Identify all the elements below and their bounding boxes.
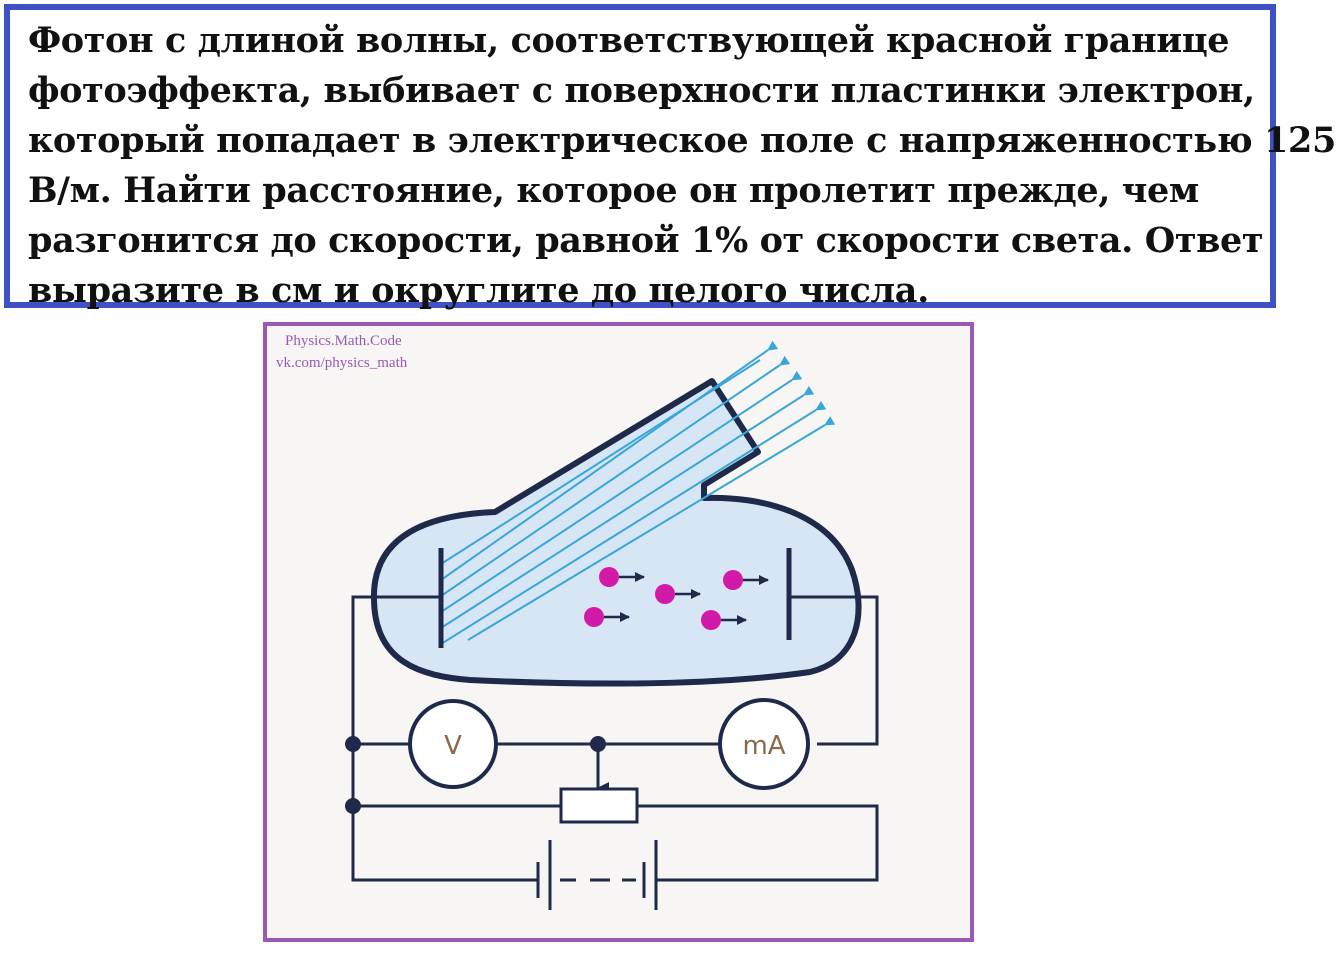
electron-1 (599, 567, 645, 587)
milliammeter-label: mA (742, 731, 785, 761)
junction-node (345, 798, 361, 814)
problem-line-1: Фотон с длиной волны, соответствующей кр… (28, 20, 1230, 61)
battery (536, 840, 658, 910)
voltmeter: V (408, 699, 498, 789)
electron-5 (701, 610, 747, 630)
photoeffect-figure: V mA Physics.Math.Code vk.com/physics_ma… (263, 322, 974, 942)
voltmeter-label: V (444, 731, 462, 761)
problem-line-4: В/м. Найти расстояние, которое он пролет… (28, 170, 1199, 211)
problem-statement-box: Фотон с длиной волны, соответствующей кр… (4, 4, 1336, 311)
milliammeter: mA (718, 698, 810, 790)
electron-3 (723, 570, 769, 590)
problem-line-6: выразите в см и округлите до целого числ… (28, 270, 929, 311)
problem-line-2: фотоэффекта, выбивает с поверхности плас… (28, 70, 1255, 111)
light-rays (440, 340, 836, 645)
electron-4 (584, 607, 630, 627)
problem-line-5: разгонится до скорости, равной 1% от ско… (28, 220, 1264, 261)
photoeffect-circuit-diagram: V mA (345, 340, 879, 910)
electron-2 (655, 584, 701, 604)
watermark-site-name: Physics.Math.Code (285, 333, 402, 349)
junction-node (590, 736, 606, 752)
watermark-site-url: vk.com/physics_math (276, 355, 408, 371)
rheostat (559, 787, 639, 824)
junction-node (345, 736, 361, 752)
vacuum-tube (370, 378, 862, 687)
problem-line-3: который попадает в электрическое поле с … (28, 120, 1336, 161)
